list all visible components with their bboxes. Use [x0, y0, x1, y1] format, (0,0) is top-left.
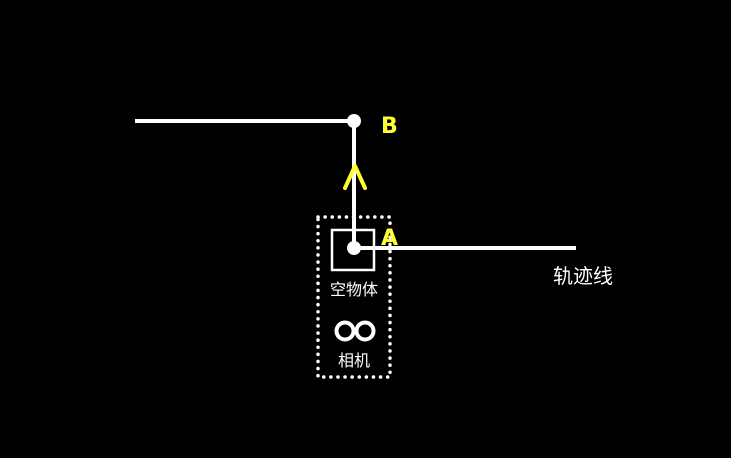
camera-label: 相机 — [338, 351, 370, 370]
trajectory-label: 轨迹线 — [553, 264, 613, 288]
empty-object-box — [330, 228, 376, 272]
point-a — [347, 241, 361, 255]
point-b — [347, 114, 361, 128]
empty-object-label: 空物体 — [330, 280, 378, 299]
up-arrow-chevron-icon — [343, 164, 367, 190]
point-a-label: A — [381, 226, 398, 251]
point-b-label: B — [381, 114, 398, 139]
camera-rig-group-box — [316, 215, 392, 379]
binocular-circles-icon — [334, 320, 376, 342]
trajectory-line — [135, 119, 576, 250]
